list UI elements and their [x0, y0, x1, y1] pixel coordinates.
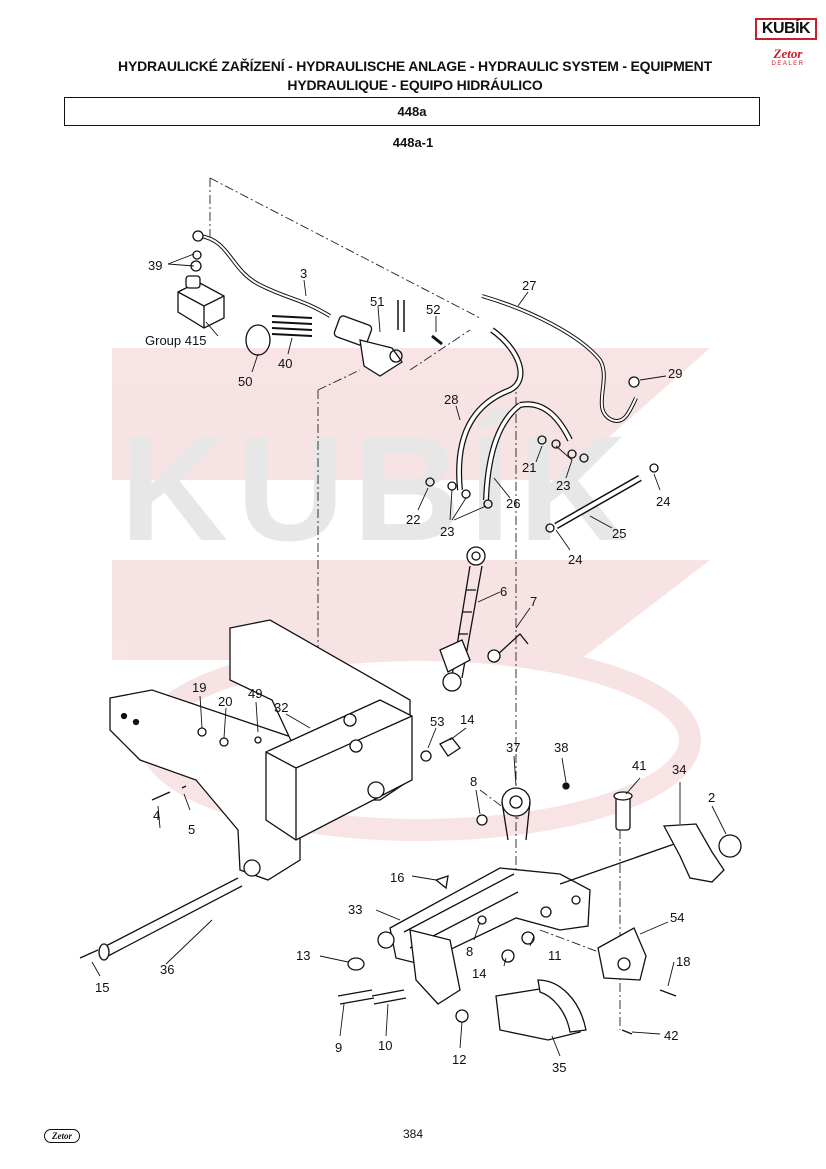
callout-50: 50: [238, 374, 252, 389]
callout-20: 20: [218, 694, 232, 709]
callout-18: 18: [676, 954, 690, 969]
callout-14a: 14: [460, 712, 474, 727]
watermark-text: KUBÍK: [120, 404, 635, 572]
callout-8b: 8: [466, 944, 473, 959]
callout-7: 7: [530, 594, 537, 609]
callout-52: 52: [426, 302, 440, 317]
title-line-2: HYDRAULIQUE - EQUIPO HIDRÁULICO: [287, 77, 543, 93]
callout-19: 19: [192, 680, 206, 695]
callout-22: 22: [406, 512, 420, 527]
title-line-1: HYDRAULICKÉ ZAŘÍZENÍ - HYDRAULISCHE ANLA…: [118, 58, 712, 74]
callout-23b: 23: [440, 524, 454, 539]
callout-2: 2: [708, 790, 715, 805]
lower-linkage: [337, 791, 742, 1041]
callout-8a: 8: [470, 774, 477, 789]
kubik-zetor-logo: KUBÍK Zetor DEALER: [752, 12, 822, 74]
callout-23a: 23: [556, 478, 570, 493]
callout-32: 32: [274, 700, 288, 715]
callout-25: 25: [612, 526, 626, 541]
upper-hydraulics: [177, 230, 659, 533]
lift-rod: [439, 546, 529, 692]
subsection-number: 448a-1: [392, 135, 434, 150]
callout-24b: 24: [568, 552, 582, 567]
logo-dealer: DEALER: [771, 61, 805, 67]
callout-40: 40: [278, 356, 292, 371]
callout-13: 13: [296, 948, 310, 963]
callout-21: 21: [522, 460, 536, 475]
callout-16: 16: [390, 870, 404, 885]
callout-group-415: Group 415: [145, 333, 206, 348]
callout-51: 51: [370, 294, 384, 309]
callout-26: 26: [506, 496, 520, 511]
cross-shaft: [79, 782, 570, 961]
logo-sub: Zetor: [773, 46, 803, 61]
section-box: 448a: [64, 97, 760, 126]
callout-39: 39: [148, 258, 162, 273]
callout-29: 29: [668, 366, 682, 381]
callout-24a: 24: [656, 494, 670, 509]
callout-49: 49: [248, 686, 262, 701]
callout-28: 28: [444, 392, 458, 407]
callout-labels: 39 3 27 51 52 Group 415 50 40 29 28 21 2…: [95, 258, 715, 1075]
main-frame: [109, 619, 461, 881]
footer-zetor-logo: Zetor: [44, 1129, 80, 1143]
callout-38: 38: [554, 740, 568, 755]
callout-5: 5: [188, 822, 195, 837]
callout-10: 10: [378, 1038, 392, 1053]
callout-42: 42: [664, 1028, 678, 1043]
callout-6: 6: [500, 584, 507, 599]
callout-37: 37: [506, 740, 520, 755]
section-number: 448a: [397, 104, 427, 119]
callout-54: 54: [670, 910, 684, 925]
leader-lines: [91, 253, 727, 1057]
callout-27: 27: [522, 278, 536, 293]
callout-14b: 14: [472, 966, 486, 981]
callout-41: 41: [632, 758, 646, 773]
callout-3: 3: [300, 266, 307, 281]
callout-4: 4: [153, 808, 160, 823]
callout-35: 35: [552, 1060, 566, 1075]
logo-brand: KUBÍK: [755, 18, 817, 40]
callout-36: 36: [160, 962, 174, 977]
callout-34: 34: [672, 762, 686, 777]
callout-15: 15: [95, 980, 109, 995]
callout-11: 11: [548, 948, 562, 963]
callout-12: 12: [452, 1052, 466, 1067]
callout-33: 33: [348, 902, 362, 917]
page-number: 384: [402, 1127, 424, 1141]
callout-53: 53: [430, 714, 444, 729]
callout-9: 9: [335, 1040, 342, 1055]
